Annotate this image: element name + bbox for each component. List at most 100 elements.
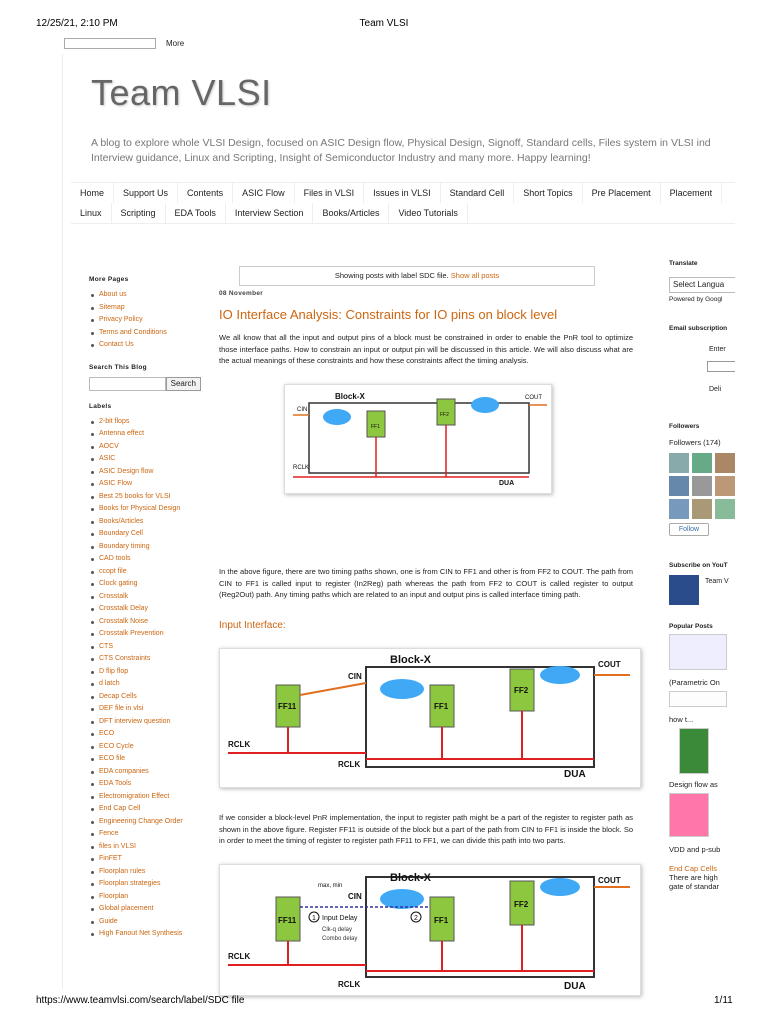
language-select[interactable]: Select Langua bbox=[669, 277, 735, 293]
tab-placement[interactable]: Placement bbox=[661, 183, 723, 203]
label-link[interactable]: CTS Constraints bbox=[89, 653, 201, 666]
tab-files-in-vlsi[interactable]: Files in VLSI bbox=[295, 183, 365, 203]
label-link[interactable]: ECO file bbox=[89, 753, 201, 766]
blog-search-input[interactable] bbox=[89, 376, 166, 391]
follower-avatar[interactable] bbox=[692, 499, 712, 519]
rclk-label: RCLK bbox=[293, 465, 309, 471]
follower-avatar[interactable] bbox=[669, 476, 689, 496]
post-title[interactable]: IO Interface Analysis: Constraints for I… bbox=[219, 307, 558, 322]
tab-home[interactable]: Home bbox=[71, 183, 115, 203]
popular-post-title[interactable]: (Parametric On bbox=[669, 678, 720, 687]
label-link[interactable]: D flip flop bbox=[89, 666, 201, 679]
label-link[interactable]: Books for Physical Design bbox=[89, 503, 201, 516]
popular-post-title[interactable]: VDD and p-sub bbox=[669, 845, 721, 854]
label-link[interactable]: FinFET bbox=[89, 853, 201, 866]
clkq-delay-label: Clk-q delay bbox=[322, 927, 352, 933]
popular-post-title[interactable]: Design flow as bbox=[669, 780, 718, 789]
follower-avatar[interactable] bbox=[715, 476, 735, 496]
label-link[interactable]: Boundary Cell bbox=[89, 528, 201, 541]
popular-post-thumbnail[interactable] bbox=[679, 728, 709, 774]
label-link[interactable]: ASIC bbox=[89, 453, 201, 466]
more-pages-link[interactable]: Privacy Policy bbox=[89, 314, 201, 327]
label-link[interactable]: DEF file in vlsi bbox=[89, 703, 201, 716]
label-link[interactable]: AOCV bbox=[89, 441, 201, 454]
label-link[interactable]: ASIC Flow bbox=[89, 478, 201, 491]
label-link[interactable]: CAD tools bbox=[89, 553, 201, 566]
label-link[interactable]: Clock gating bbox=[89, 578, 201, 591]
popular-post-title[interactable]: how t... bbox=[669, 715, 694, 724]
follower-avatar[interactable] bbox=[715, 499, 735, 519]
label-link[interactable]: d latch bbox=[89, 678, 201, 691]
label-link[interactable]: Best 25 books for VLSI bbox=[89, 491, 201, 504]
tab-issues-in-vlsi[interactable]: Issues in VLSI bbox=[364, 183, 441, 203]
label-link[interactable]: End Cap Cell bbox=[89, 803, 201, 816]
rclk-label: RCLK bbox=[228, 952, 250, 961]
label-link[interactable]: Engineering Change Order bbox=[89, 816, 201, 829]
figure-input-interface-svg: Block-X FF11 CIN FF1 FF2 COUT RCLK RCLK bbox=[228, 654, 630, 780]
show-all-posts-link[interactable]: Show all posts bbox=[450, 271, 500, 280]
input-delay-label: Input Delay bbox=[322, 915, 358, 922]
blog-title[interactable]: Team VLSI bbox=[91, 72, 272, 113]
label-link[interactable]: DFT interview question bbox=[89, 716, 201, 729]
label-link[interactable]: Crosstalk Prevention bbox=[89, 628, 201, 641]
youtube-channel[interactable]: Team V bbox=[669, 575, 735, 605]
blog-search-button[interactable]: Search bbox=[165, 376, 201, 391]
label-link[interactable]: 2-bit flops bbox=[89, 416, 201, 429]
navbar-search-input[interactable] bbox=[64, 38, 156, 49]
tab-support-us[interactable]: Support Us bbox=[114, 183, 179, 203]
more-pages-link[interactable]: About us bbox=[89, 289, 201, 302]
label-link[interactable]: Antenna effect bbox=[89, 428, 201, 441]
tab-books-articles[interactable]: Books/Articles bbox=[313, 203, 390, 223]
follower-avatar[interactable] bbox=[669, 499, 689, 519]
tab-standard-cell[interactable]: Standard Cell bbox=[441, 183, 515, 203]
tab-contents[interactable]: Contents bbox=[178, 183, 234, 203]
label-link[interactable]: Electromigration Effect bbox=[89, 791, 201, 804]
email-input[interactable] bbox=[707, 361, 735, 372]
follower-avatar[interactable] bbox=[715, 453, 735, 473]
label-link[interactable]: ccopt file bbox=[89, 566, 201, 579]
label-link[interactable]: ECO Cycle bbox=[89, 741, 201, 754]
label-link[interactable]: Books/Articles bbox=[89, 516, 201, 529]
navbar-more-link[interactable]: More bbox=[166, 39, 185, 48]
follower-avatar[interactable] bbox=[692, 453, 712, 473]
more-pages-link[interactable]: Contact Us bbox=[89, 339, 201, 352]
label-link[interactable]: ASIC Design flow bbox=[89, 466, 201, 479]
label-link[interactable]: CTS bbox=[89, 641, 201, 654]
tab-interview-section[interactable]: Interview Section bbox=[226, 203, 314, 223]
label-link[interactable]: Floorplan rules bbox=[89, 866, 201, 879]
tab-linux[interactable]: Linux bbox=[71, 203, 112, 223]
popular-post-thumbnail[interactable] bbox=[669, 691, 727, 707]
email-deliver-button[interactable]: Deli bbox=[709, 386, 722, 393]
follower-avatar[interactable] bbox=[692, 476, 712, 496]
tab-eda-tools[interactable]: EDA Tools bbox=[166, 203, 226, 223]
label-link[interactable]: Crosstalk bbox=[89, 591, 201, 604]
tab-short-topics[interactable]: Short Topics bbox=[514, 183, 583, 203]
more-pages-link[interactable]: Sitemap bbox=[89, 302, 201, 315]
label-link[interactable]: Floorplan strategies bbox=[89, 878, 201, 891]
popular-post-thumbnail[interactable] bbox=[669, 634, 727, 670]
label-link[interactable]: Crosstalk Noise bbox=[89, 616, 201, 629]
label-link[interactable]: ECO bbox=[89, 728, 201, 741]
tab-asic-flow[interactable]: ASIC Flow bbox=[233, 183, 295, 203]
label-link[interactable]: Guide bbox=[89, 916, 201, 929]
popular-post-thumbnail[interactable] bbox=[669, 793, 709, 837]
label-link[interactable]: Boundary timing bbox=[89, 541, 201, 554]
label-link[interactable]: files in VLSI bbox=[89, 841, 201, 854]
ff11-label: FF11 bbox=[278, 916, 297, 925]
label-link[interactable]: Fence bbox=[89, 828, 201, 841]
more-pages-link[interactable]: Terms and Conditions bbox=[89, 327, 201, 340]
label-link[interactable]: High Fanout Net Synthesis bbox=[89, 928, 201, 941]
tab-pre-placement[interactable]: Pre Placement bbox=[583, 183, 661, 203]
label-link[interactable]: Decap Cells bbox=[89, 691, 201, 704]
follower-avatar[interactable] bbox=[669, 453, 689, 473]
print-header: 12/25/21, 2:10 PM Team VLSI bbox=[0, 0, 768, 40]
popular-post-title[interactable]: End Cap Cells bbox=[669, 864, 717, 873]
tab-scripting[interactable]: Scripting bbox=[112, 203, 166, 223]
label-link[interactable]: EDA companies bbox=[89, 766, 201, 779]
label-link[interactable]: Crosstalk Delay bbox=[89, 603, 201, 616]
label-link[interactable]: EDA Tools bbox=[89, 778, 201, 791]
label-link[interactable]: Global placement bbox=[89, 903, 201, 916]
follow-button[interactable]: Follow bbox=[669, 523, 709, 536]
tab-video-tutorials[interactable]: Video Tutorials bbox=[389, 203, 468, 223]
label-link[interactable]: Floorplan bbox=[89, 891, 201, 904]
